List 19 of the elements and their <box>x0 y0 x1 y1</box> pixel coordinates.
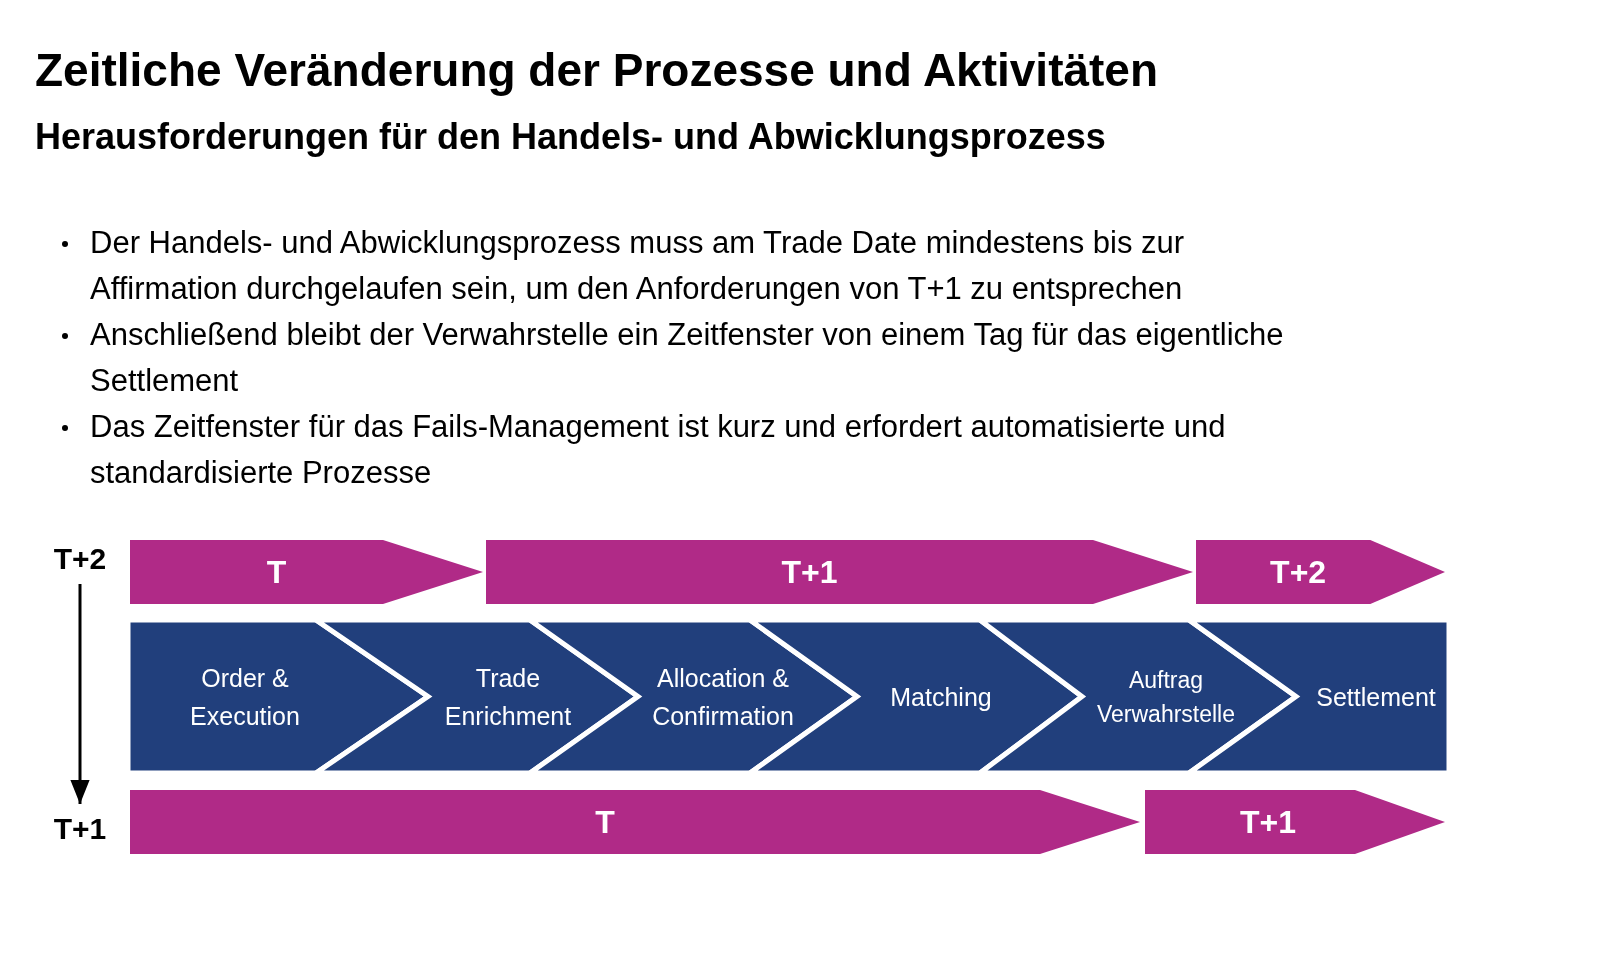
day-label: T+2 <box>53 540 107 577</box>
subtitle: Herausforderungen für den Handels- und Abwicklungsprozess <box>35 115 1106 159</box>
arrow <box>70 584 90 804</box>
day-label: T <box>595 803 615 842</box>
step-label: Matching <box>890 681 992 713</box>
day-label: T+1 <box>781 553 838 592</box>
step-label: Order & Execution <box>189 662 301 732</box>
step-label: Allocation & Confirmation <box>651 662 795 732</box>
bullet-text: Das Zeitfenster für das Fails-Management ist kurz und erfordert automatisierte und standardisierte Prozesse <box>90 408 1227 492</box>
day-label: T+2 <box>1270 553 1327 592</box>
bullet-text: Anschließend bleibt der Verwahrstelle ein Zeitfenster von einem Tag für das eigentliche Settlement <box>90 316 1285 400</box>
day-label: T+1 <box>53 810 107 847</box>
day-label: T+1 <box>1240 803 1296 842</box>
day-label: T <box>266 553 287 592</box>
step-label: Settlement <box>1316 681 1436 713</box>
step-label: Trade Enrichment <box>443 662 573 732</box>
title: Zeitliche Veränderung der Prozesse und Aktivitäten <box>35 43 1159 98</box>
bullet-text: Der Handels- und Abwicklungsprozess muss am Trade Date mindestens bis zur Affirmation durchgelaufen sein, um den Anforderungen von T+1 zu entsprechen <box>90 224 1186 308</box>
step-label: Auftrag Verwahrstelle <box>1095 665 1237 729</box>
